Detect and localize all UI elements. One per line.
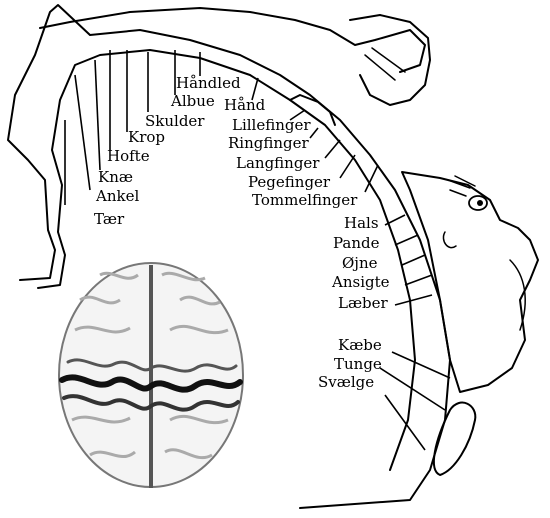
label-svaelge: Svælge <box>318 373 375 391</box>
leg-outline <box>39 7 426 73</box>
tick-tunge <box>379 367 446 411</box>
face-outline <box>401 171 539 393</box>
tick-svaelge <box>384 394 426 451</box>
ear <box>442 231 457 249</box>
tick-pegefinger <box>339 154 356 179</box>
label-haand: Hånd <box>224 96 266 114</box>
label-kaebe: Kæbe <box>338 336 382 354</box>
tick-ankel <box>74 74 91 191</box>
tick-ansigte <box>404 274 433 286</box>
label-albue: Albue <box>171 92 215 110</box>
label-skulder: Skulder <box>145 112 205 130</box>
tick-tommelfinger <box>364 164 379 193</box>
label-ankel: Ankel <box>96 187 140 205</box>
tick-kaebe <box>391 351 451 379</box>
pupil <box>477 200 483 206</box>
label-taer: Tær <box>94 210 125 228</box>
label-haandled: Håndled <box>176 74 241 92</box>
label-ojne: Øjne <box>342 254 378 272</box>
label-ansigte: Ansigte <box>332 273 390 291</box>
tick-langfinger <box>324 139 341 159</box>
tick-laeber <box>394 294 433 306</box>
tick-ojne <box>401 254 426 266</box>
label-lillefinger: Lillefinger <box>232 116 311 134</box>
label-ringfinger: Ringfinger <box>228 134 309 152</box>
tongue-outline <box>432 401 477 476</box>
label-tunge: Tunge <box>334 355 382 373</box>
brain-illustration <box>58 262 244 488</box>
label-krop: Krop <box>128 128 166 146</box>
tick-lillefinger <box>289 109 306 121</box>
hand-outline <box>289 94 336 126</box>
label-pande: Pande <box>333 234 380 252</box>
label-hofte: Hofte <box>107 147 150 165</box>
tick-knae <box>94 59 101 171</box>
label-hals: Hals <box>344 214 379 232</box>
tick-hals <box>384 214 406 226</box>
tick-haand <box>251 77 259 101</box>
label-tommelfinger: Tommelfinger <box>252 191 358 209</box>
tick-ringfinger <box>309 127 319 139</box>
label-langfinger: Langfinger <box>236 154 320 172</box>
tick-pande <box>394 234 419 246</box>
brow-lines <box>447 175 476 197</box>
label-pegefinger: Pegefinger <box>248 173 331 191</box>
label-laeber: Læber <box>338 294 388 312</box>
label-knae: Knæ <box>98 168 133 186</box>
foot-outline <box>349 14 431 106</box>
toe-lines <box>364 47 406 81</box>
mouth-line <box>509 259 526 331</box>
